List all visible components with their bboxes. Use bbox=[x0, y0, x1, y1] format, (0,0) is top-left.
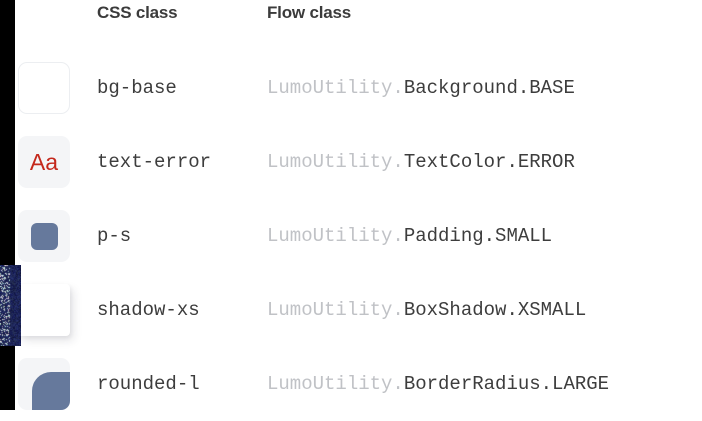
table-row[interactable]: shadow-xs LumoUtility.BoxShadow.XSMALL bbox=[0, 273, 702, 347]
table-row[interactable]: Aa text-error LumoUtility.TextColor.ERRO… bbox=[0, 125, 702, 199]
css-class-value: p-s bbox=[97, 225, 132, 247]
preview-cell bbox=[18, 51, 78, 125]
border-radius-inner-shape-icon bbox=[32, 372, 70, 410]
flow-class-prefix: LumoUtility. bbox=[267, 151, 404, 173]
flow-class-suffix: BoxShadow.XSMALL bbox=[403, 299, 587, 321]
flow-class-value: LumoUtility.BorderRadius.LARGE bbox=[267, 347, 609, 421]
padding-inner-square-icon bbox=[30, 222, 58, 250]
flow-class-value: LumoUtility.Padding.SMALL bbox=[267, 199, 552, 273]
table-row[interactable]: p-s LumoUtility.Padding.SMALL bbox=[0, 199, 702, 273]
table-row[interactable]: rounded-l LumoUtility.BorderRadius.LARGE bbox=[0, 347, 702, 421]
image-noise-artifact bbox=[0, 265, 21, 346]
border-radius-large-swatch-icon bbox=[18, 358, 70, 410]
box-shadow-xsmall-swatch-icon bbox=[18, 284, 70, 336]
white-rounded-square-swatch-icon bbox=[18, 62, 70, 114]
padding-small-swatch-icon bbox=[18, 210, 70, 262]
preview-cell: Aa bbox=[18, 125, 78, 199]
flow-class-value: LumoUtility.Background.BASE bbox=[267, 51, 575, 125]
column-header-flow-class: Flow class bbox=[267, 3, 351, 22]
flow-class-value: LumoUtility.BoxShadow.XSMALL bbox=[267, 273, 586, 347]
utility-class-reference-table: CSS class Flow class bg-base LumoUtility… bbox=[0, 0, 702, 410]
css-class-value: text-error bbox=[97, 151, 212, 173]
flow-class-prefix: LumoUtility. bbox=[267, 299, 404, 321]
table-header-row: CSS class Flow class bbox=[0, 0, 702, 40]
preview-cell bbox=[18, 273, 78, 347]
flow-class-suffix: Padding.SMALL bbox=[403, 225, 553, 247]
flow-class-value: LumoUtility.TextColor.ERROR bbox=[267, 125, 575, 199]
css-class-value: bg-base bbox=[97, 77, 177, 99]
flow-class-prefix: LumoUtility. bbox=[267, 225, 404, 247]
preview-cell bbox=[18, 199, 78, 273]
flow-class-suffix: BorderRadius.LARGE bbox=[403, 373, 610, 395]
flow-class-suffix: Background.BASE bbox=[403, 77, 575, 99]
flow-class-suffix: TextColor.ERROR bbox=[403, 151, 575, 173]
table-row[interactable]: bg-base LumoUtility.Background.BASE bbox=[0, 51, 702, 125]
flow-class-prefix: LumoUtility. bbox=[267, 373, 404, 395]
error-text-swatch-icon: Aa bbox=[18, 136, 70, 188]
flow-class-prefix: LumoUtility. bbox=[267, 77, 404, 99]
column-header-css-class: CSS class bbox=[97, 3, 178, 22]
left-edge-bar bbox=[0, 0, 15, 410]
css-class-value: rounded-l bbox=[97, 373, 200, 395]
preview-cell bbox=[18, 347, 78, 421]
css-class-value: shadow-xs bbox=[97, 299, 200, 321]
